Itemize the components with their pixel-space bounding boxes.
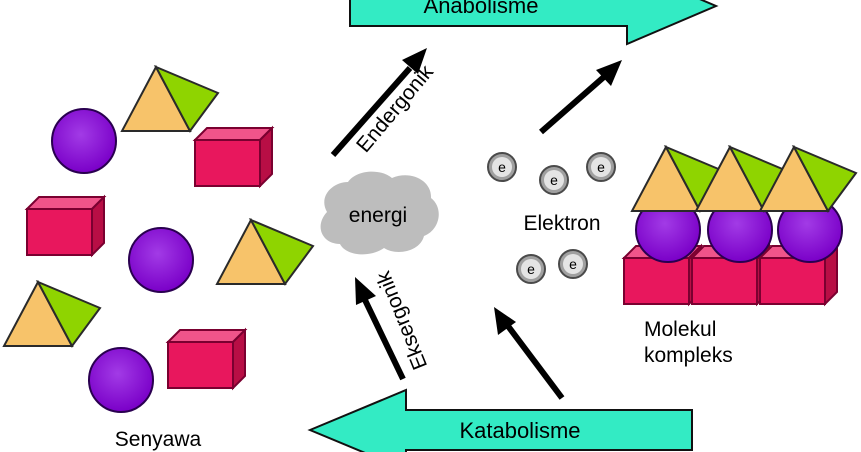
katabolisme-arrow [307, 388, 693, 452]
triangle-shape [121, 66, 219, 132]
anabolisme-arrow [349, 0, 719, 46]
triangle-shape [3, 281, 101, 347]
electron-group: e e e e e [487, 152, 616, 284]
anabolisme-label: Anabolisme [424, 0, 539, 18]
svg-text:e: e [597, 159, 605, 175]
katabolisme-label: Katabolisme [459, 418, 580, 443]
eksergonik-label: Eksergonik [372, 268, 432, 373]
electron-2: e [539, 165, 569, 195]
complex-molecule [623, 146, 857, 305]
endergonik-label: Endergonik [352, 60, 438, 157]
electron-1: e [487, 152, 517, 182]
endergonik-arrow [330, 48, 427, 157]
electron-5: e [558, 249, 588, 279]
svg-text:e: e [569, 256, 577, 272]
cube-shape [194, 127, 273, 187]
svg-text:e: e [527, 261, 535, 277]
electron-3: e [586, 152, 616, 182]
electron-down-arrow [494, 307, 565, 400]
molekul-label-line1: Molekul [644, 318, 716, 341]
svg-text:e: e [550, 172, 558, 188]
svg-text:e: e [498, 159, 506, 175]
electron-4: e [516, 254, 546, 284]
energy-cloud [320, 171, 439, 255]
cube-shape [26, 196, 105, 256]
electron-up-arrow [539, 60, 622, 135]
eksergonik-arrow [355, 277, 406, 381]
molekul-label-line2: kompleks [644, 344, 733, 367]
energi-label: energi [349, 204, 407, 227]
senyawa-label: Senyawa [115, 428, 202, 451]
sphere-shape [128, 227, 194, 293]
elektron-label: Elektron [523, 212, 600, 235]
cube-shape [167, 329, 246, 389]
senyawa-compounds [3, 66, 314, 413]
triangle-shape [216, 219, 314, 285]
sphere-shape [88, 347, 154, 413]
sphere-shape [51, 108, 117, 174]
